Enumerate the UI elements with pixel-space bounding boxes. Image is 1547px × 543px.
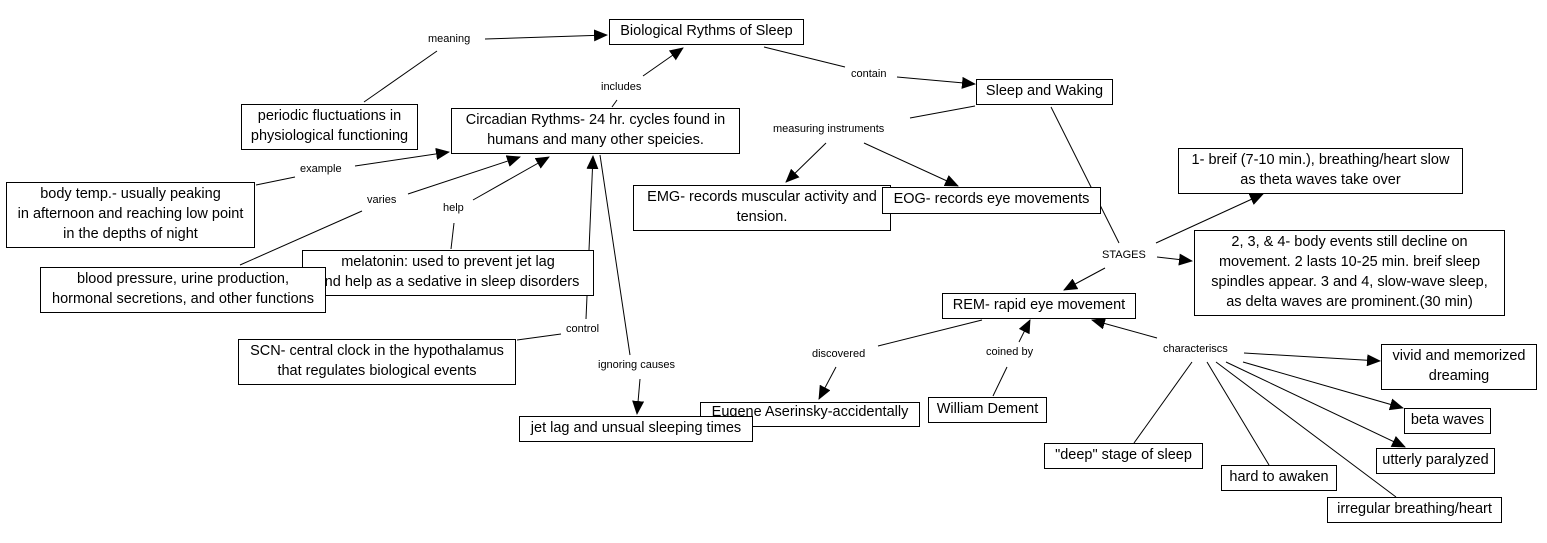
concept-body-temp[interactable]: body temp.- usually peaking in afternoon…: [6, 182, 255, 248]
concept-melatonin[interactable]: melatonin: used to prevent jet lag and h…: [302, 250, 594, 296]
arrow-stages-stage1: [1155, 193, 1264, 244]
concept-irregular-breathing[interactable]: irregular breathing/heart: [1327, 497, 1502, 523]
arrow-measuring-eog: [863, 142, 959, 187]
concept-biological-rhythms[interactable]: Biological Rythms of Sleep: [609, 19, 804, 45]
connector-bodytemp-example: [255, 176, 296, 186]
arrow-contain-sleep: [896, 76, 976, 89]
concept-william-dement[interactable]: William Dement: [928, 397, 1047, 423]
connector-control-up: [585, 295, 588, 320]
concept-hard-to-awaken[interactable]: hard to awaken: [1221, 465, 1337, 491]
link-label-measuring-instruments[interactable]: measuring instruments: [771, 123, 887, 136]
connector-sleep-stages: [1050, 106, 1120, 244]
link-label-contain[interactable]: contain: [849, 68, 889, 81]
concept-scn[interactable]: SCN- central clock in the hypothalamus t…: [238, 339, 516, 385]
concept-sleep-and-waking[interactable]: Sleep and Waking: [976, 79, 1113, 105]
concept-stages-2-3-4[interactable]: 2, 3, & 4- body events still decline on …: [1194, 230, 1505, 316]
arrow-discovered-aserinsky: [818, 366, 837, 400]
arrow-stages-rem: [1063, 267, 1106, 291]
concept-emg[interactable]: EMG- records muscular activity and tensi…: [633, 185, 891, 231]
connector-char-irregular: [1215, 361, 1397, 498]
link-label-varies[interactable]: varies: [365, 194, 399, 207]
link-label-control[interactable]: control: [564, 323, 602, 336]
arrow-varies-circadian: [407, 155, 521, 195]
connector-periodic-meaning: [363, 50, 438, 103]
arrow-includes-bio: [642, 47, 684, 77]
connector-char-deep: [1133, 361, 1193, 444]
connector-scn-control: [516, 333, 562, 341]
connector-blood-varies: [239, 210, 363, 266]
link-label-characteriscs[interactable]: characteriscs: [1161, 343, 1230, 356]
concept-jet-lag[interactable]: jet lag and unsual sleeping times: [519, 416, 753, 442]
concept-blood-pressure[interactable]: blood pressure, urine production, hormon…: [40, 267, 326, 313]
arrow-measuring-emg: [785, 142, 827, 183]
concept-stage-1[interactable]: 1- breif (7-10 min.), breathing/heart sl…: [1178, 148, 1463, 194]
arrow-example-circadian: [354, 147, 450, 167]
concept-eog[interactable]: EOG- records eye movements: [882, 187, 1101, 214]
concept-vivid-dreaming[interactable]: vivid and memorized dreaming: [1381, 344, 1537, 390]
concept-periodic-fluctuations[interactable]: periodic fluctuations in physiological f…: [241, 104, 418, 150]
link-label-ignoring-causes[interactable]: ignoring causes: [596, 359, 678, 372]
arrow-meaning-bio: [484, 29, 608, 42]
connector-rem-discovered: [877, 319, 983, 347]
concept-circadian-rhythms[interactable]: Circadian Rythms- 24 hr. cycles found in…: [451, 108, 740, 154]
connector-bio-contain: [763, 46, 846, 68]
connector-char-awaken: [1206, 361, 1270, 466]
arrow-ignoring-jetlag: [632, 378, 645, 415]
arrow-char-vivid: [1243, 352, 1381, 367]
link-label-coined-by[interactable]: coined by: [984, 346, 1036, 359]
link-label-includes[interactable]: includes: [599, 81, 644, 94]
arrow-help-circadian: [472, 156, 550, 201]
connector-circadian-ignoring: [599, 154, 631, 356]
connector-sleep-measuring: [909, 105, 976, 119]
arrow-char-beta: [1242, 361, 1404, 411]
connector-circadian-includes: [611, 99, 618, 108]
arrow-char-paralyzed: [1225, 361, 1406, 448]
connector-melatonin-help: [450, 222, 455, 250]
link-label-example[interactable]: example: [298, 163, 344, 176]
link-label-help[interactable]: help: [441, 202, 466, 215]
concept-deep-stage[interactable]: "deep" stage of sleep: [1044, 443, 1203, 469]
arrow-characteriscs-rem: [1091, 317, 1158, 339]
concept-rem[interactable]: REM- rapid eye movement: [942, 293, 1136, 319]
connector-dement-coined: [992, 366, 1008, 397]
concept-utterly-paralyzed[interactable]: utterly paralyzed: [1376, 448, 1495, 474]
concept-beta-waves[interactable]: beta waves: [1404, 408, 1491, 434]
arrow-control-circadian: [586, 155, 599, 251]
arrow-coined-rem: [1018, 319, 1031, 343]
link-label-discovered[interactable]: discovered: [810, 348, 868, 361]
link-label-stages[interactable]: STAGES: [1100, 249, 1148, 262]
link-label-meaning[interactable]: meaning: [426, 33, 473, 46]
arrow-stages-stage234: [1156, 253, 1193, 266]
